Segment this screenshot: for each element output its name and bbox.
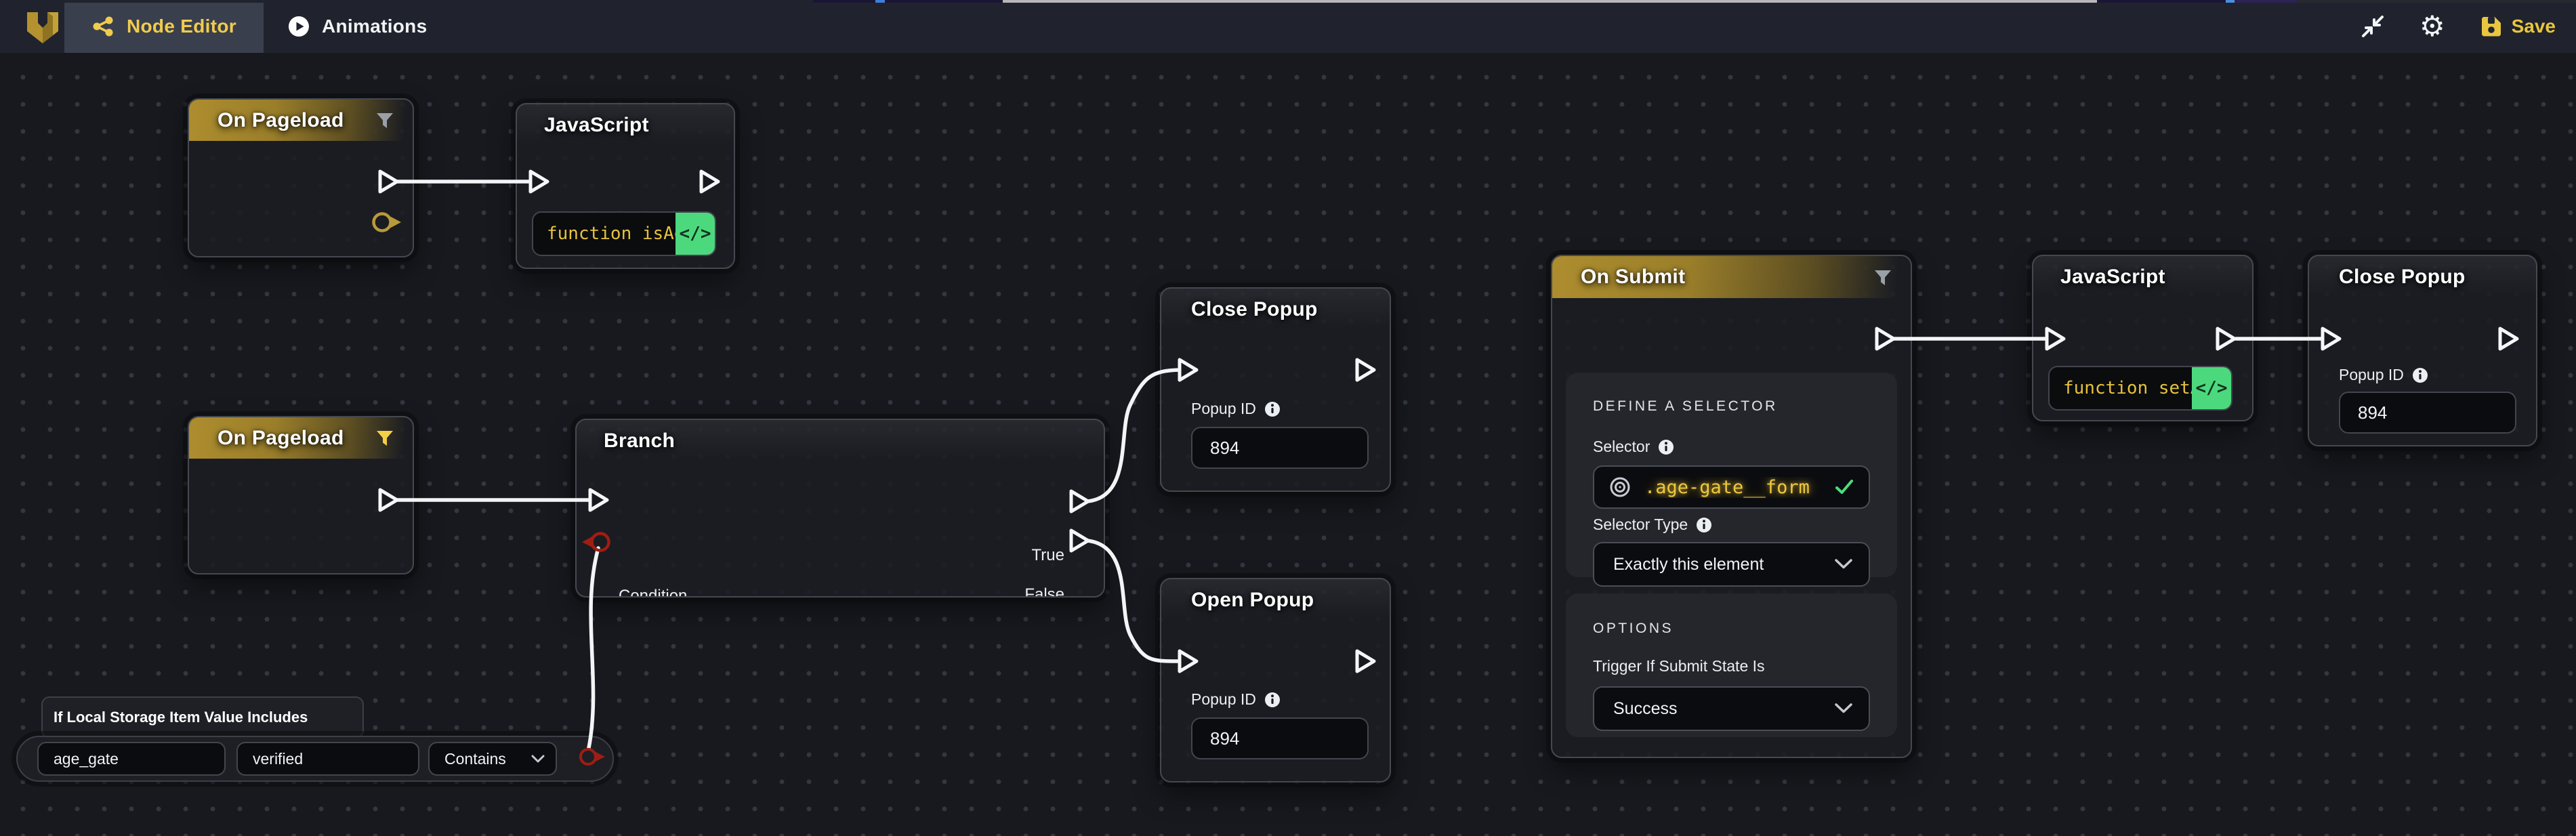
selector-label: Selector xyxy=(1593,438,1650,455)
info-icon[interactable] xyxy=(1264,692,1281,708)
play-circle-icon xyxy=(289,16,309,37)
node-title: Close Popup xyxy=(2339,265,2466,288)
chevron-down-icon xyxy=(1835,559,1852,569)
node-branch[interactable]: Branch Condition True False xyxy=(575,419,1105,598)
popup-id-input[interactable]: 894 xyxy=(1191,427,1369,469)
node-title: On Pageload xyxy=(217,426,344,449)
node-javascript-1[interactable]: JavaScript function isAg </> xyxy=(516,103,735,269)
node-open-popup[interactable]: Open Popup Popup ID 894 xyxy=(1160,578,1391,782)
operator-dropdown[interactable]: Contains xyxy=(428,742,557,776)
brand-logo xyxy=(27,12,58,43)
node-javascript-2[interactable]: JavaScript function setA </> xyxy=(2032,255,2253,421)
condition-block-title: If Local Storage Item Value Includes xyxy=(41,696,364,738)
node-title: JavaScript xyxy=(544,113,649,136)
trigger-header xyxy=(189,417,413,459)
trigger-state-dropdown[interactable]: Success xyxy=(1593,686,1870,731)
node-on-submit[interactable]: On Submit DEFINE A SELECTOR Selector xyxy=(1551,255,1912,758)
check-icon xyxy=(1835,480,1853,494)
top-bar-actions: ⚙ Save xyxy=(2361,0,2556,53)
info-icon[interactable] xyxy=(2412,367,2428,383)
collapse-icon[interactable] xyxy=(2361,15,2384,38)
tab-animations[interactable]: Animations xyxy=(261,0,454,53)
code-editor-chip[interactable]: function setA </> xyxy=(2048,366,2232,411)
filter-funnel-icon[interactable] xyxy=(1874,270,1892,286)
node-close-popup-1[interactable]: Close Popup Popup ID 894 xyxy=(1160,287,1391,492)
operator-value: Contains xyxy=(444,749,506,768)
info-icon[interactable] xyxy=(1264,401,1281,417)
open-code-editor-button[interactable]: </> xyxy=(676,213,715,255)
node-header xyxy=(1161,579,1390,619)
selector-value: .age-gate__form xyxy=(1644,476,1810,498)
filter-funnel-icon[interactable] xyxy=(376,112,394,129)
trigger-state-value: Success xyxy=(1613,698,1678,718)
top-edge-artifact xyxy=(0,0,2576,3)
settings-gear-icon[interactable]: ⚙ xyxy=(2419,10,2445,42)
node-close-popup-2[interactable]: Close Popup Popup ID 894 xyxy=(2308,255,2537,446)
tab-node-editor[interactable]: Node Editor xyxy=(64,0,264,53)
trigger-state-label: Trigger If Submit State Is xyxy=(1593,657,1765,675)
popup-id-input[interactable]: 894 xyxy=(1191,717,1369,759)
node-header xyxy=(2033,256,2252,295)
selector-input[interactable]: .age-gate__form xyxy=(1593,465,1870,509)
trigger-header xyxy=(189,100,413,141)
node-header xyxy=(577,420,1104,459)
node-header xyxy=(517,104,734,144)
code-icon: </> xyxy=(2195,378,2228,398)
options-panel: OPTIONS Trigger If Submit State Is Succe… xyxy=(1566,593,1897,737)
storage-value-input[interactable]: verified xyxy=(236,742,419,776)
popup-id-label: Popup ID xyxy=(1191,690,1256,708)
condition-port-label: Condition xyxy=(619,587,688,598)
node-title: Open Popup xyxy=(1191,588,1314,611)
trigger-header xyxy=(1552,256,1911,298)
open-code-editor-button[interactable]: </> xyxy=(2192,367,2231,409)
selector-section-label: DEFINE A SELECTOR xyxy=(1593,398,1778,414)
false-port-label: False xyxy=(1024,585,1064,598)
info-icon[interactable] xyxy=(1658,439,1674,455)
node-on-pageload-2[interactable]: On Pageload xyxy=(188,416,414,574)
popup-id-label: Popup ID xyxy=(2339,366,2404,383)
condition-block[interactable]: age_gate verified Contains xyxy=(16,736,614,782)
popup-id-value: 894 xyxy=(1210,437,1240,458)
popup-id-label: Popup ID xyxy=(1191,400,1256,417)
options-section-label: OPTIONS xyxy=(1593,621,1674,636)
node-on-pageload-1[interactable]: On Pageload Event xyxy=(188,98,414,257)
popup-id-value: 894 xyxy=(1210,728,1240,749)
target-icon xyxy=(1610,477,1630,497)
node-graph-icon xyxy=(93,16,113,37)
node-canvas[interactable]: On Pageload Event JavaScript function is… xyxy=(0,53,2576,836)
node-title: On Pageload xyxy=(217,108,344,131)
node-title: Close Popup xyxy=(1191,297,1318,320)
code-icon: </> xyxy=(679,224,711,244)
filter-funnel-icon-active[interactable] xyxy=(376,430,394,446)
node-title: JavaScript xyxy=(2060,265,2165,288)
node-title: Branch xyxy=(604,429,676,452)
node-title: On Submit xyxy=(1581,266,1686,288)
floppy-disk-icon xyxy=(2481,17,2501,37)
node-header xyxy=(2309,256,2536,295)
selector-type-dropdown[interactable]: Exactly this element xyxy=(1593,542,1870,587)
selector-type-value: Exactly this element xyxy=(1613,554,1764,574)
code-preview: function isAg xyxy=(533,213,676,255)
tab-animations-label: Animations xyxy=(322,16,428,37)
popup-id-value: 894 xyxy=(2358,402,2388,423)
tab-node-editor-label: Node Editor xyxy=(127,16,236,37)
code-editor-chip[interactable]: function isAg </> xyxy=(532,211,716,256)
selector-panel: DEFINE A SELECTOR Selector .age-gate__fo… xyxy=(1566,373,1897,587)
popup-id-input[interactable]: 894 xyxy=(2339,392,2516,434)
selector-type-label: Selector Type xyxy=(1593,516,1688,533)
storage-key-input[interactable]: age_gate xyxy=(37,742,226,776)
code-preview: function setA xyxy=(2050,367,2192,409)
true-port-label: True xyxy=(1031,546,1064,564)
storage-key-value: age_gate xyxy=(54,749,119,768)
chevron-down-icon xyxy=(1835,703,1852,713)
top-bar: Node Editor Animations ⚙ xyxy=(0,0,2576,53)
save-button-label: Save xyxy=(2511,16,2556,37)
storage-value-value: verified xyxy=(253,749,304,768)
node-header xyxy=(1161,289,1390,328)
chevron-down-icon xyxy=(531,755,545,762)
info-icon[interactable] xyxy=(1696,517,1712,533)
save-button[interactable]: Save xyxy=(2480,16,2556,37)
